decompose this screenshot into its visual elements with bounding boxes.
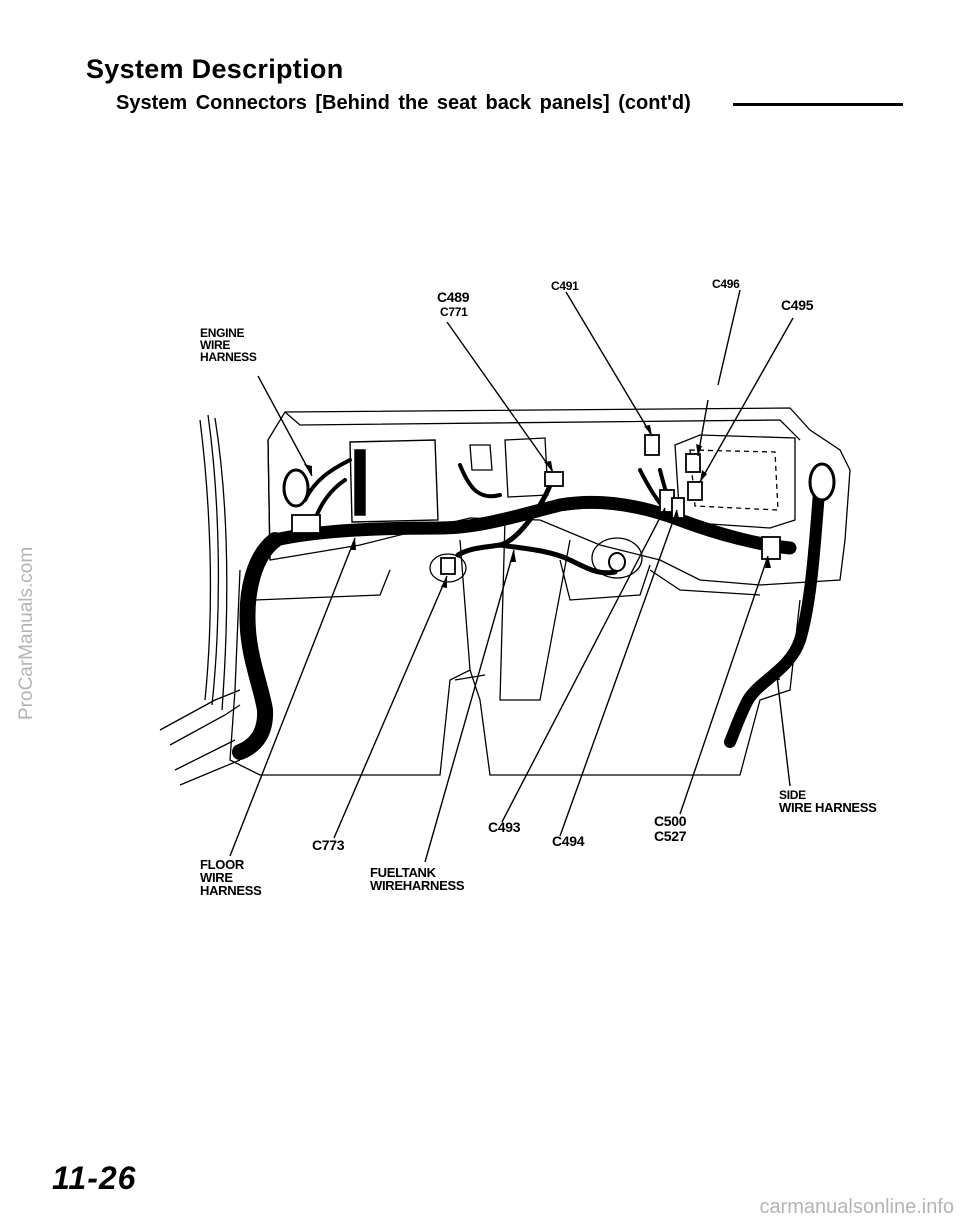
connector-c496 (685, 453, 701, 473)
floor-wire-harness (232, 495, 797, 760)
fuel-tank-wire-harness (429, 482, 643, 583)
side-wire-harness (724, 462, 836, 748)
label-side-wire-harness-line2: WIRE HARNESS (779, 800, 877, 815)
control-unit (349, 439, 439, 523)
connectors (291, 434, 781, 575)
label-c491: C491 (551, 279, 579, 293)
section-subtitle: System Connectors [Behind the seat back … (116, 92, 691, 114)
connector-c773 (440, 557, 456, 575)
label-c489: C489 (437, 289, 470, 305)
label-c773: C773 (312, 837, 345, 853)
connector-c489 (544, 471, 564, 487)
label-c494: C494 (552, 833, 585, 849)
label-fuel-tank-wire-harness: FUELTANK WIREHARNESS (370, 865, 465, 893)
body-panel-outline (159, 407, 851, 786)
label-c496: C496 (712, 277, 740, 291)
label-c500: C500 (654, 813, 687, 829)
watermark-side: ProCarManuals.com (16, 546, 37, 720)
bracket-box (469, 437, 549, 498)
label-side-wire-harness-line1: SIDE (779, 788, 806, 802)
label-c771: C771 (440, 305, 468, 319)
connector-c495 (687, 481, 703, 501)
subtitle-rule (733, 103, 903, 106)
label-floor-wire-harness: FLOOR WIRE HARNESS (200, 857, 262, 898)
connector-engine (291, 514, 321, 534)
watermark-bottom: carmanualsonline.info (759, 1196, 954, 1218)
label-c493: C493 (488, 819, 521, 835)
connector-c491 (644, 434, 660, 456)
page-title: System Description (86, 54, 344, 84)
leader-lines (229, 289, 794, 863)
label-c527: C527 (654, 828, 687, 844)
leader-arrowheads (304, 425, 780, 680)
label-c495: C495 (781, 297, 814, 313)
page-number: 11-26 (52, 1160, 137, 1196)
connector-c500 (761, 536, 781, 560)
label-engine-wire-harness: ENGINE WIRE HARNESS (200, 326, 257, 364)
